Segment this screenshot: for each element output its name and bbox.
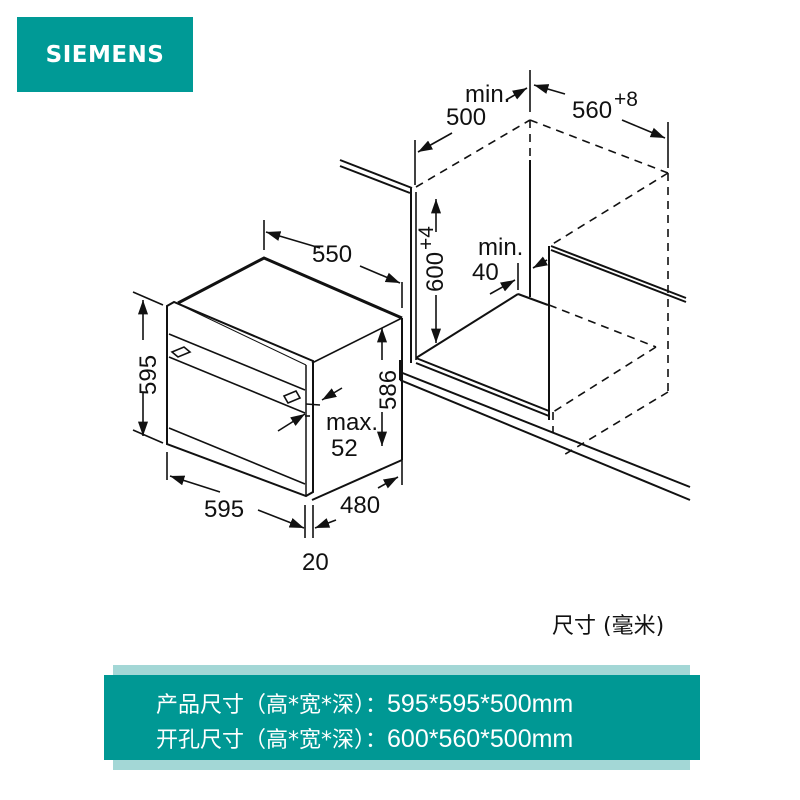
handle-projection-label: 52 [331,435,358,462]
product-size-label: 产品尺寸（高*宽*深）： [156,693,388,718]
oven-width-label: 595 [204,496,244,523]
oven-depth-label: 550 [312,241,352,268]
logo-text: SIEMENS [45,41,165,68]
cutout-size-value: 600*560*500mm [387,725,574,753]
specs-banner: 产品尺寸（高*宽*深）：595*595*500mm 开孔尺寸（高*宽*深）：60… [104,675,700,760]
dimension-labels: 550 595 586 max. 52 595 480 20 min. 500 … [135,81,638,576]
cabinet-niche [339,119,691,501]
cabinet-width-label: 560 [572,97,612,124]
cabinet-depth-label: 500 [446,104,486,131]
back-gap-label: 40 [472,259,499,286]
oven-inner-height-label: 586 [375,370,402,410]
oven-body-width-label: 480 [340,492,380,519]
back-gap-min-label: min. [478,234,523,261]
handle-max-label: max. [326,409,378,436]
cabinet-height-label: 600 [422,252,449,292]
cabinet-width-tolerance: +8 [614,88,638,111]
oven [166,256,403,501]
cabinet-depth-min-label: min. [465,81,510,108]
unit-label: 尺寸 (毫米) [552,614,665,639]
cabinet-height-tolerance: +4 [415,226,438,250]
siemens-logo: SIEMENS [17,17,193,92]
oven-height-label: 595 [135,355,162,395]
cutout-size-row: 开孔尺寸（高*宽*深）：600*560*500mm [156,722,573,754]
dimension-lines [132,70,669,538]
product-size-row: 产品尺寸（高*宽*深）：595*595*500mm [156,687,573,719]
cutout-size-label: 开孔尺寸（高*宽*深）： [156,728,388,753]
product-size-value: 595*595*500mm [387,690,574,718]
front-thickness-label: 20 [302,549,329,576]
